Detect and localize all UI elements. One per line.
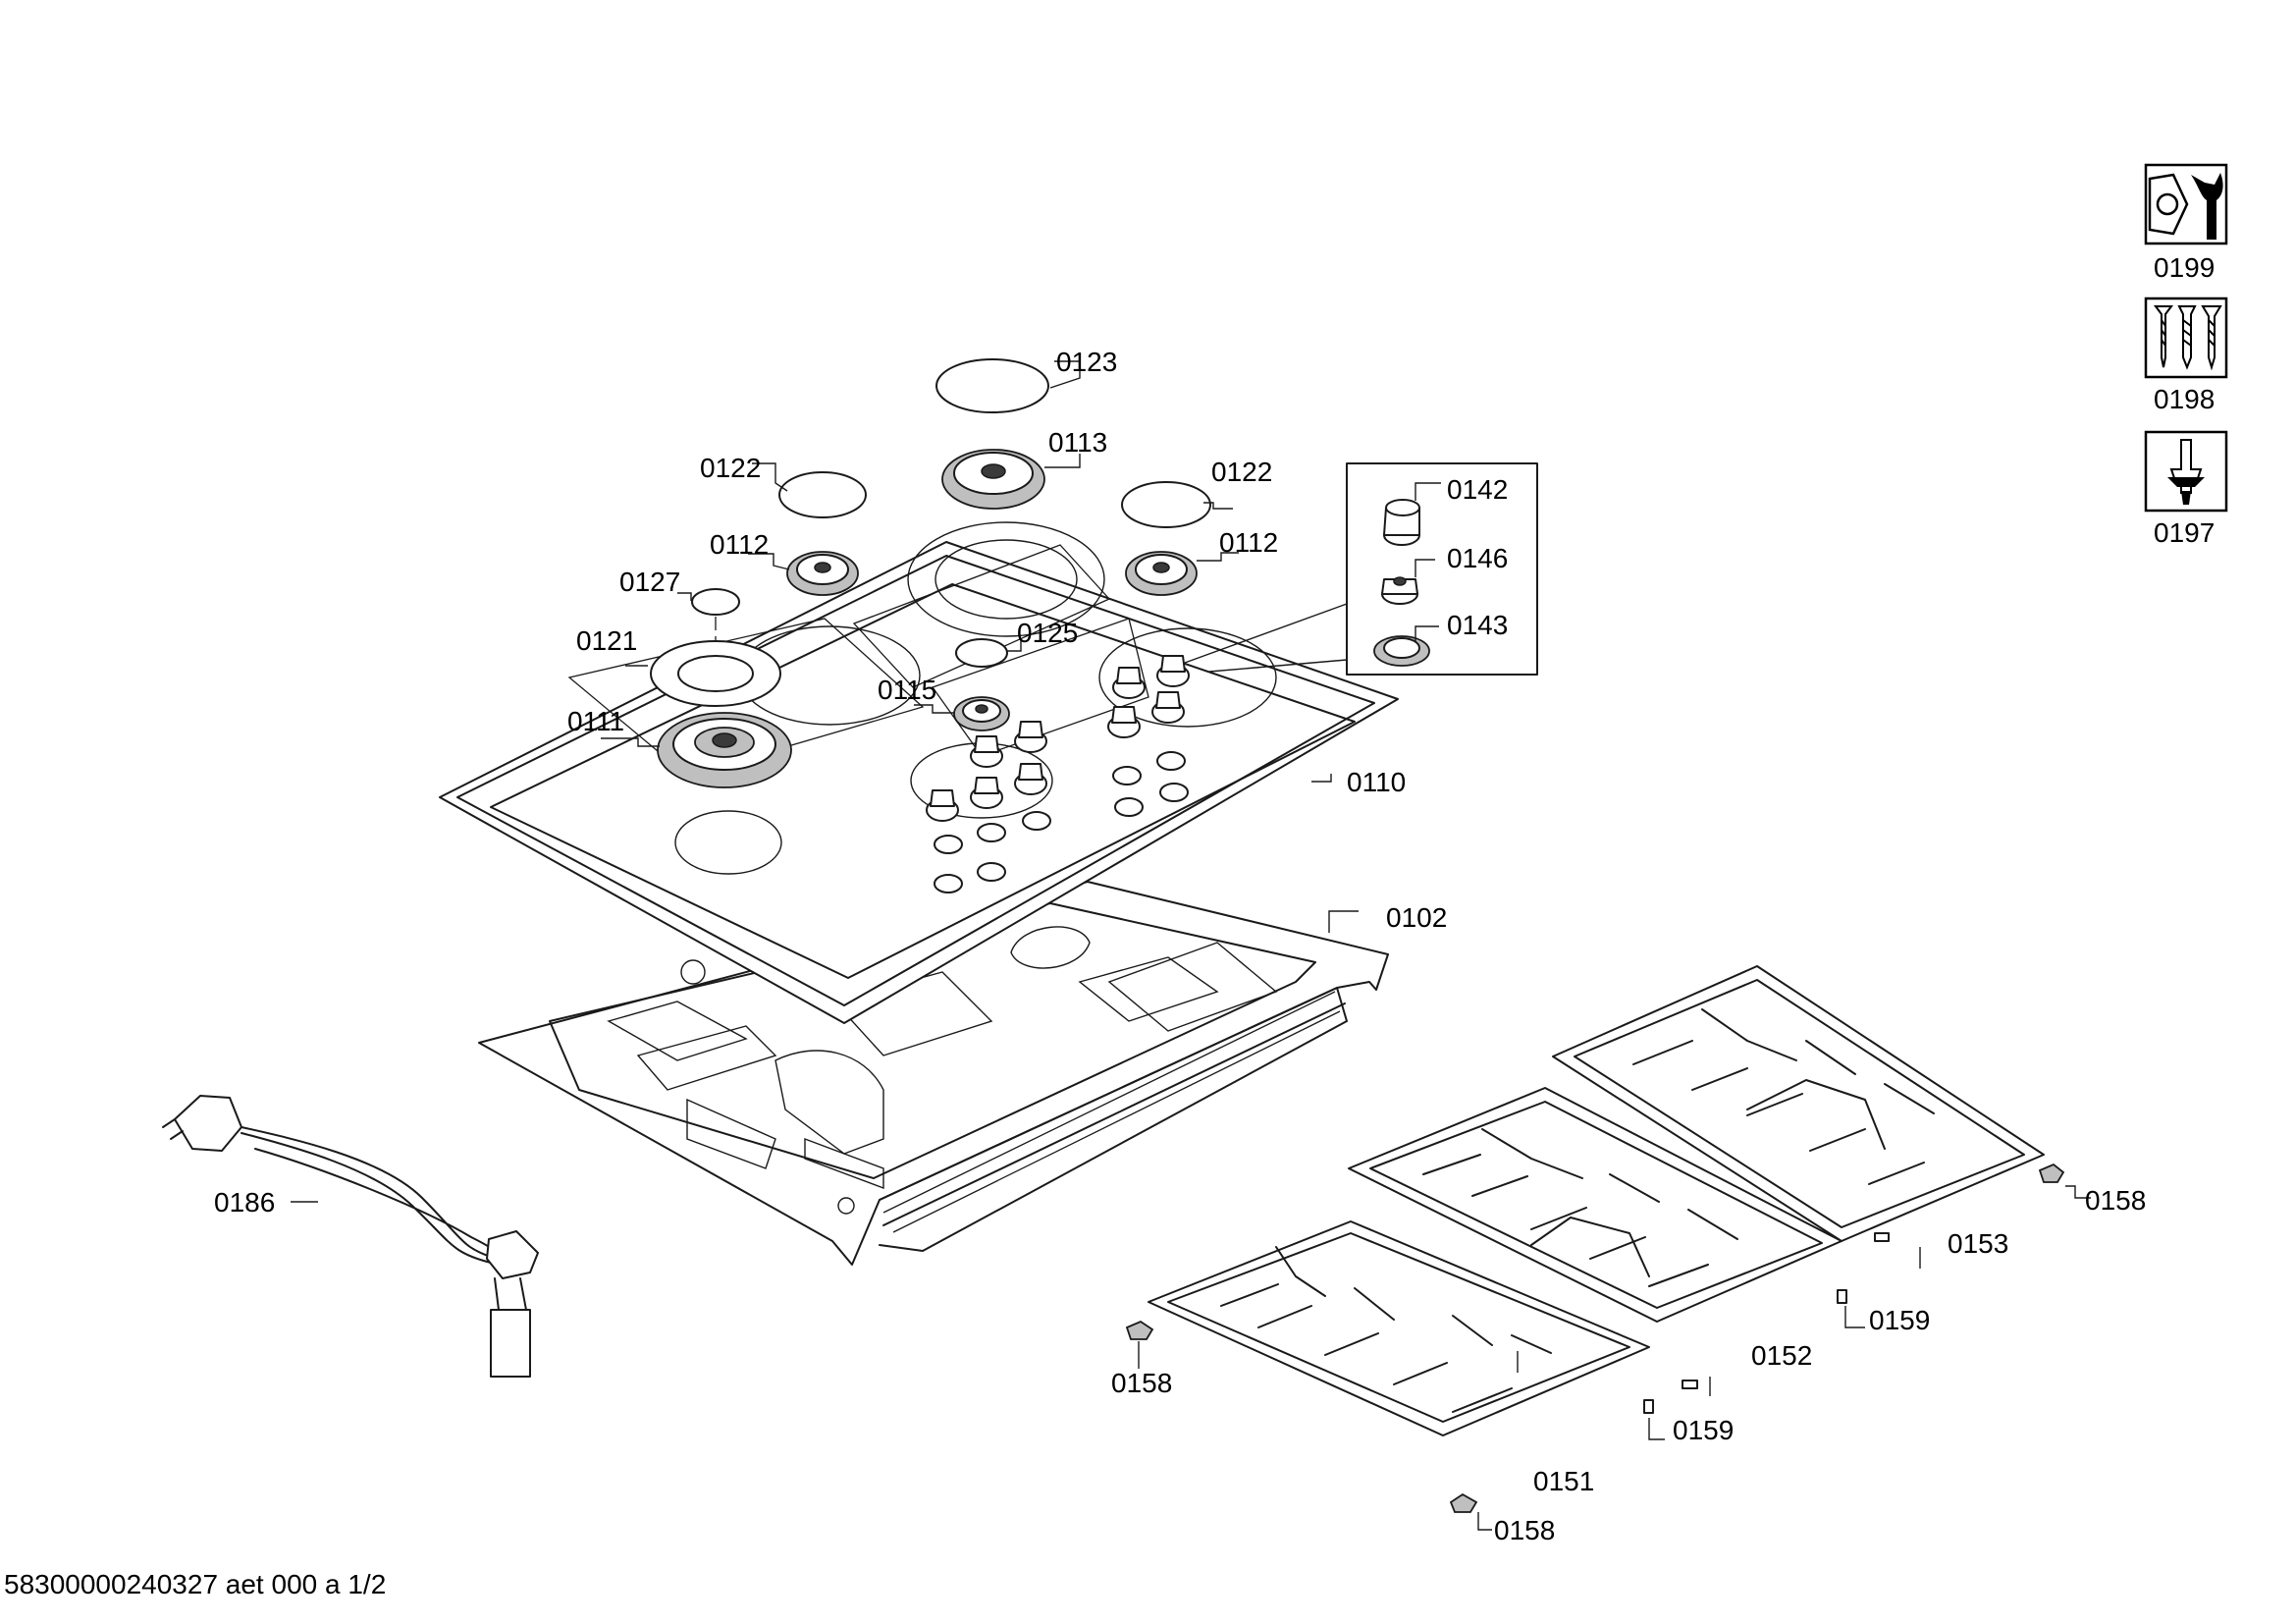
knob-0142: [1383, 499, 1420, 546]
pan-support-0153: [1552, 965, 2045, 1242]
callout-0159-upper: 0159: [1869, 1305, 1930, 1335]
knob-base-0143: [1373, 635, 1430, 667]
tool-label-0198: 0198: [2154, 384, 2215, 414]
document-id-footer: 58300000240327 aet 000 a 1/2: [4, 1569, 387, 1599]
callout-0158-left: 0158: [1111, 1368, 1172, 1398]
callout-labels: 0123 0113 0122 0122 0112 0112 0127 0125 …: [214, 347, 2146, 1545]
wok-ring-0121: [650, 640, 781, 707]
knob-insert-0146: [1381, 576, 1418, 605]
callout-0102: 0102: [1386, 902, 1447, 933]
callout-0152: 0152: [1751, 1340, 1812, 1371]
control-knobs-on-plate: [926, 655, 1190, 893]
callout-0158-bottom: 0158: [1494, 1515, 1555, 1545]
callout-0123: 0123: [1056, 347, 1117, 377]
screwdriver-icon: [2167, 439, 2205, 505]
clip-0159-lower-a: [1682, 1380, 1698, 1389]
callout-0122-left: 0122: [700, 453, 761, 483]
clip-0159-upper-b: [1837, 1289, 1847, 1304]
leader-lines: [291, 360, 2091, 1531]
callout-0153: 0153: [1948, 1228, 2008, 1259]
tool-label-0199: 0199: [2154, 252, 2215, 283]
screws-icon: [2154, 305, 2222, 371]
cap-large-0123: [935, 358, 1049, 413]
tool-screws: 0198: [2144, 297, 2228, 414]
clip-0159-upper-a: [1874, 1232, 1890, 1242]
callout-0122-right: 0122: [1211, 457, 1272, 487]
callout-0146: 0146: [1447, 543, 1508, 573]
power-cable-0186: [162, 1095, 539, 1378]
cap-small-0127: [691, 588, 740, 616]
clip-0159-lower-b: [1643, 1399, 1654, 1414]
burner-large-0113: [941, 449, 1045, 510]
callout-0115: 0115: [878, 675, 936, 705]
callout-0158-right: 0158: [2085, 1185, 2146, 1216]
callout-0151: 0151: [1533, 1466, 1594, 1496]
callout-0186: 0186: [214, 1187, 275, 1218]
callout-0121: 0121: [576, 625, 637, 656]
cooktop-plate-part: [439, 521, 1399, 1024]
callout-0112-right: 0112: [1219, 527, 1278, 558]
burner-small-0115: [953, 696, 1010, 731]
burner-medium-right-0112: [1125, 551, 1198, 596]
callout-0159-lower: 0159: [1673, 1415, 1734, 1445]
tool-label-0197: 0197: [2154, 517, 2215, 548]
foot-0158-bottom: [1449, 1492, 1478, 1513]
callout-0127: 0127: [619, 567, 680, 597]
knob-detail-inset: [1184, 462, 1538, 676]
wrench-nut-icon: [2148, 173, 2223, 240]
callout-0110: 0110: [1347, 767, 1406, 797]
callout-0112-left: 0112: [710, 529, 769, 560]
callout-0111: 0111: [567, 706, 624, 736]
callout-0125: 0125: [1017, 618, 1078, 648]
tool-screwdriver: 0197: [2144, 430, 2228, 548]
burner-wok-0111: [657, 712, 792, 788]
cap-medium-left-0122: [778, 471, 867, 518]
callout-0113: 0113: [1048, 427, 1107, 458]
tool-wrench-nut: 0199: [2144, 163, 2228, 283]
callout-0142: 0142: [1447, 474, 1508, 505]
cap-small-0125: [955, 638, 1008, 668]
foot-0158-left: [1125, 1320, 1154, 1340]
burner-medium-left-0112: [786, 551, 859, 596]
cap-medium-right-0122: [1121, 481, 1211, 528]
pan-support-0151: [1148, 1220, 1650, 1436]
foot-0158-right: [2038, 1163, 2065, 1183]
callout-0143: 0143: [1447, 610, 1508, 640]
